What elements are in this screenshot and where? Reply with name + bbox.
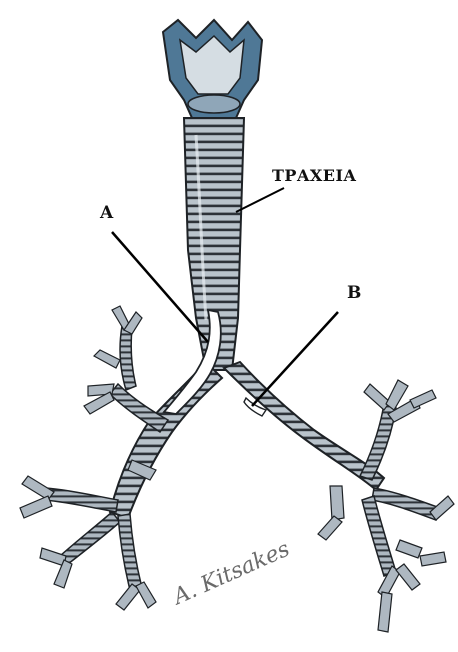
label-b: B	[347, 283, 361, 303]
carina-openings	[164, 310, 266, 416]
right-bronchial-tree	[224, 362, 454, 632]
pointer-line-b	[252, 312, 338, 406]
larynx	[163, 20, 262, 118]
left-bronchial-tree	[20, 306, 222, 610]
label-trachea: ΤΡΑΧΕΙΑ	[272, 166, 356, 185]
label-a: A	[100, 203, 113, 223]
pointer-line-trachea	[236, 188, 284, 212]
